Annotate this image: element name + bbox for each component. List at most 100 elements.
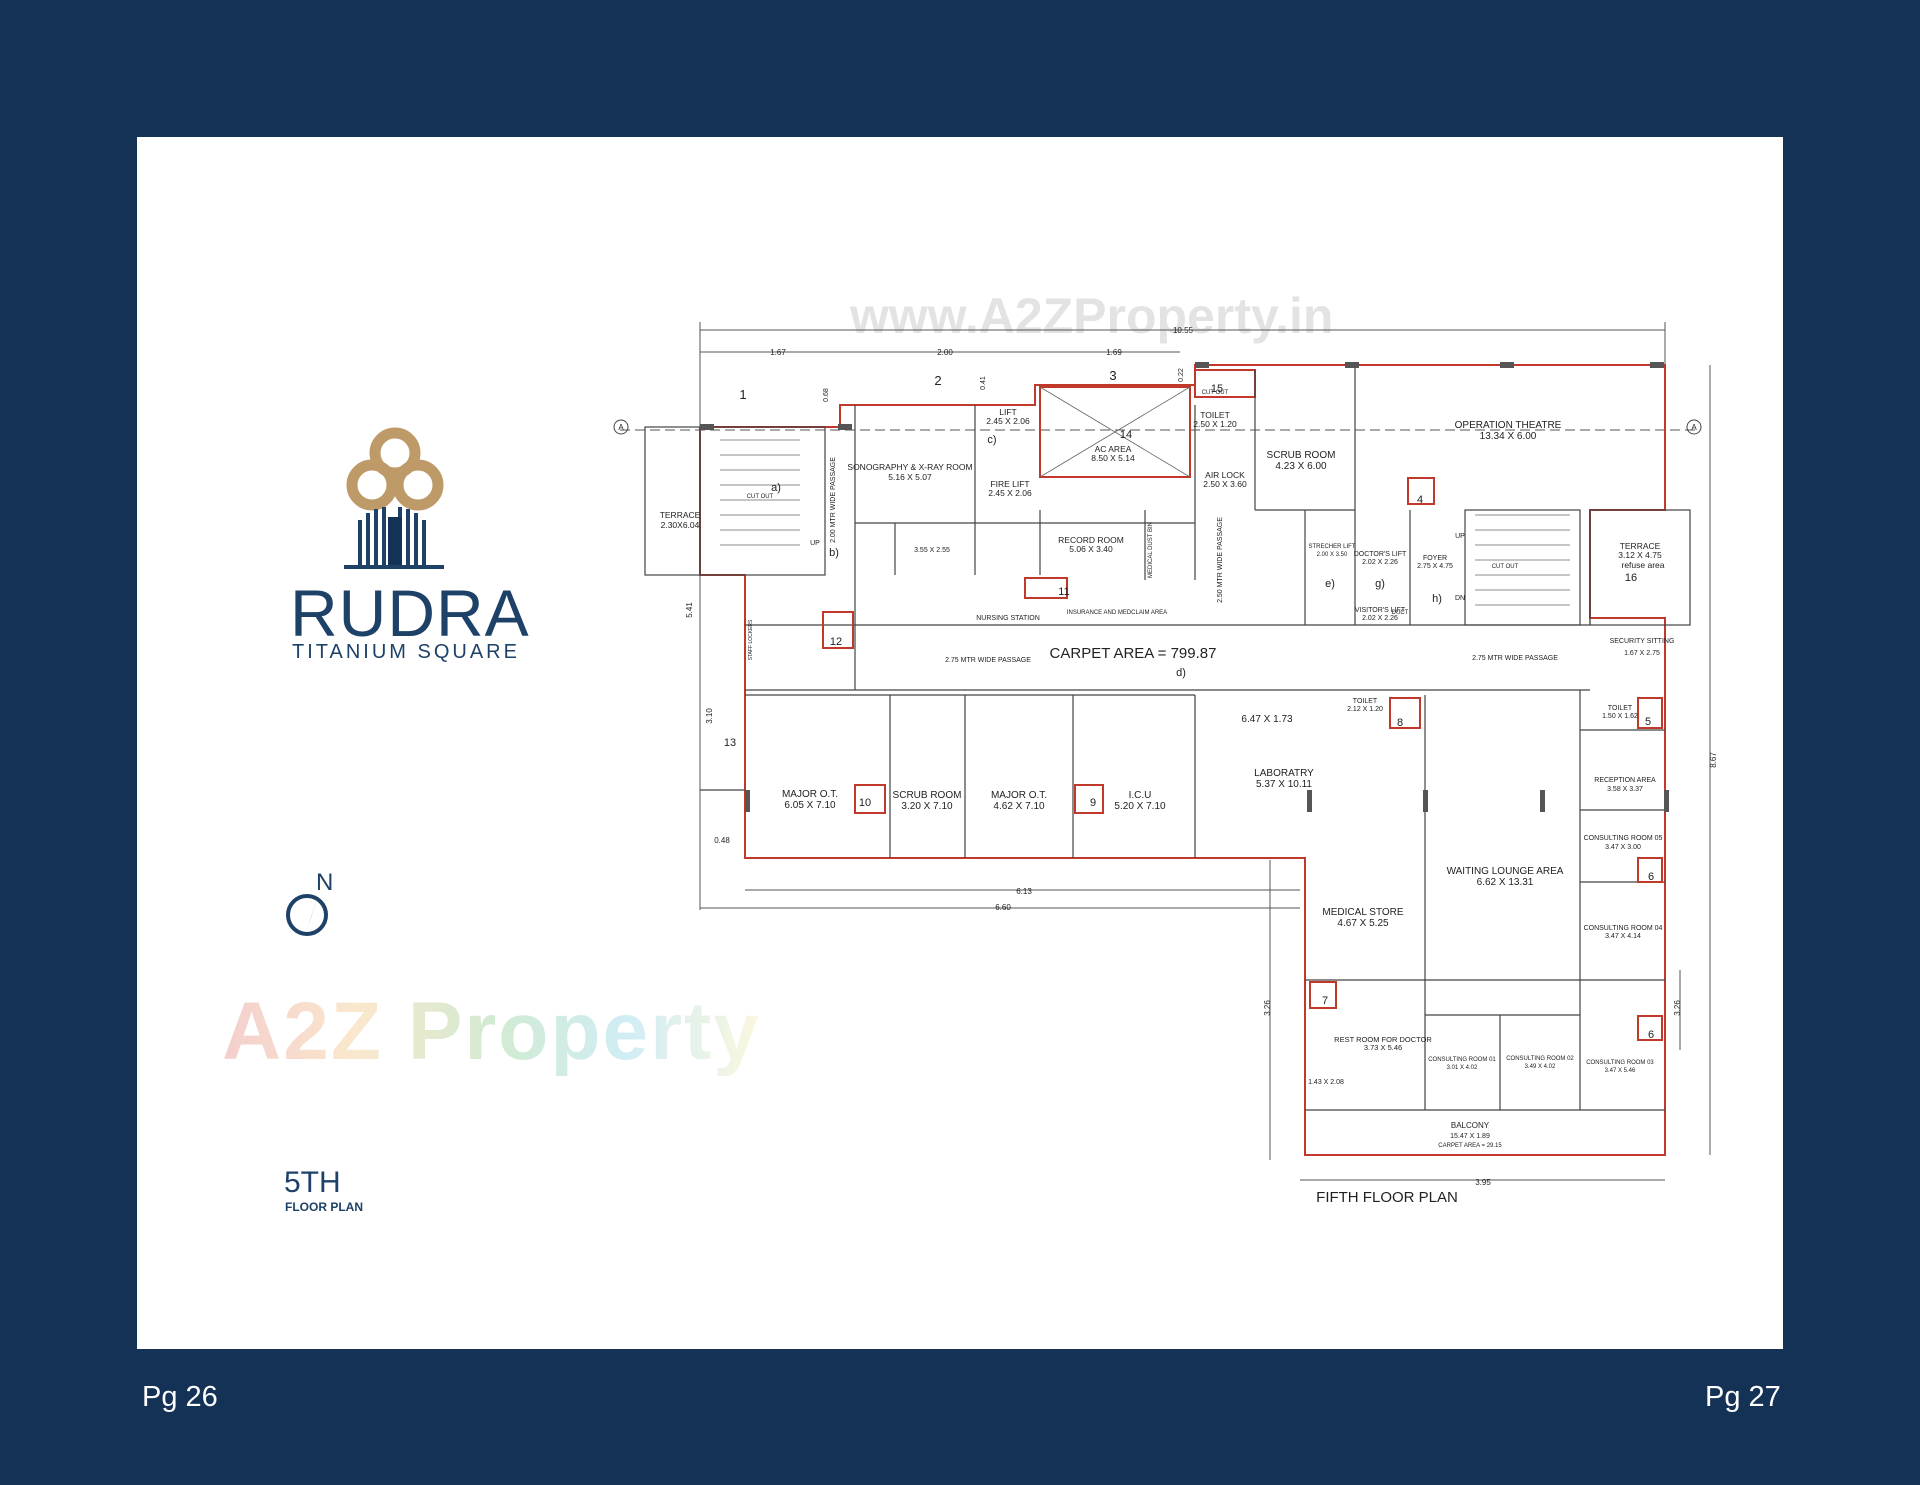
- brand-name: RUDRA: [290, 576, 530, 650]
- plan-label: 2.75 X 4.75: [1417, 563, 1453, 570]
- page-number-left: Pg 26: [142, 1381, 218, 1413]
- plan-label: FIRE LIFT: [990, 479, 1029, 489]
- plan-label: 2.00 MTR WIDE PASSAGE: [830, 457, 837, 543]
- plan-label: c): [987, 434, 996, 446]
- plan-label: refuse area: [1622, 560, 1665, 570]
- plan-label: AC AREA: [1095, 444, 1132, 454]
- plan-label: 6.13: [1016, 887, 1032, 896]
- plan-label: 11: [1058, 586, 1069, 598]
- plan-label: a): [771, 482, 781, 494]
- compass-label: N: [316, 870, 333, 896]
- plan-label: 2.45 X 2.06: [988, 488, 1032, 498]
- plan-title: FIFTH FLOOR PLAN: [1316, 1189, 1458, 1206]
- plan-label: 8: [1397, 717, 1403, 729]
- plan-label: TOILET: [1608, 705, 1633, 712]
- plan-label: 2.02 X 2.26: [1362, 559, 1398, 566]
- plan-label: REST ROOM FOR DOCTOR: [1334, 1035, 1432, 1044]
- plan-label: 2.50 MTR WIDE PASSAGE: [1217, 517, 1224, 603]
- plan-label: 3.55 X 2.55: [914, 547, 950, 554]
- plan-label: 13.34 X 6.00: [1480, 431, 1537, 442]
- plan-label: 3.12 X 4.75: [1618, 550, 1662, 560]
- plan-label: STAFF LOCKERS: [748, 619, 754, 660]
- plan-label: TERRACE: [1620, 541, 1661, 551]
- plan-label: 16: [1625, 572, 1637, 584]
- plan-label: 0.48: [714, 836, 730, 845]
- plan-label: AIR LOCK: [1205, 470, 1245, 480]
- plan-label: RECEPTION AREA: [1594, 777, 1656, 784]
- plan-label: A: [1691, 423, 1697, 432]
- plan-label: 1.69: [1106, 348, 1122, 357]
- plan-label: 10.55: [1173, 326, 1194, 335]
- plan-label: b): [829, 547, 839, 559]
- plan-label: UP: [1455, 533, 1465, 540]
- north-arrow-icon: N: [286, 870, 333, 936]
- plan-label: 2.50 X 3.60: [1203, 479, 1247, 489]
- plan-label: 3.47 X 5.46: [1605, 1068, 1636, 1074]
- page-number-right: Pg 27: [1705, 1381, 1781, 1413]
- plan-label: 3.95: [1475, 1178, 1491, 1187]
- plan-label: 2.12 X 1.20: [1347, 706, 1383, 713]
- plan-label: CUT OUT: [1492, 564, 1519, 570]
- plan-label: CARPET AREA = 29.15: [1438, 1143, 1502, 1149]
- plan-label: 2: [934, 373, 941, 388]
- plan-label: 3.01 X 4.02: [1447, 1065, 1478, 1071]
- plan-label: LABORATRY: [1254, 768, 1314, 779]
- plan-label: 3: [1109, 368, 1116, 383]
- plan-label: 4.62 X 7.10: [993, 801, 1045, 812]
- plan-label: 8.67: [1709, 752, 1718, 768]
- plan-label: 6.05 X 7.10: [784, 800, 836, 811]
- plan-label: CONSULTING ROOM 03: [1586, 1060, 1654, 1066]
- plan-label: 6.47 X 1.73: [1241, 714, 1293, 725]
- plan-label: NURSING STATION: [976, 615, 1040, 622]
- plan-label: MAJOR O.T.: [782, 789, 838, 800]
- plan-label: 15: [1211, 383, 1223, 395]
- plan-label: 6: [1648, 871, 1654, 883]
- plan-label: h): [1432, 593, 1442, 605]
- watermark-url: www.A2ZProperty.in: [850, 288, 1334, 344]
- plan-label: VISITOR'S LIFT: [1355, 607, 1406, 614]
- plan-label: 5: [1645, 716, 1651, 728]
- plan-label: SCRUB ROOM: [1267, 450, 1336, 461]
- plan-label: 3.73 X 5.46: [1364, 1043, 1402, 1052]
- plan-label: BALCONY: [1451, 1121, 1490, 1130]
- plan-label: 3.20 X 7.10: [901, 801, 953, 812]
- plan-label: 5.41: [685, 602, 694, 618]
- plan-label: 7: [1322, 995, 1328, 1007]
- plan-label: 1.67 X 2.75: [1624, 650, 1660, 657]
- plan-label: 15.47 X 1.89: [1450, 1133, 1490, 1140]
- plan-label: SCRUB ROOM: [893, 790, 962, 801]
- plan-label: 5.37 X 10.11: [1256, 779, 1312, 790]
- plan-label: 1.67: [770, 348, 786, 357]
- plan-label: g): [1375, 578, 1385, 590]
- plan-label: 6: [1648, 1029, 1654, 1041]
- plan-label: 5.20 X 7.10: [1114, 801, 1166, 812]
- rudra-logo-icon: [344, 427, 444, 569]
- plan-sheet: [137, 137, 1783, 1349]
- plan-label: MAJOR O.T.: [991, 790, 1047, 801]
- carpet-area-label: CARPET AREA = 799.87: [1050, 645, 1217, 662]
- plan-label: 5.16 X 5.07: [888, 472, 932, 482]
- plan-label: LIFT: [999, 407, 1016, 417]
- plan-label: RECORD ROOM: [1058, 535, 1124, 545]
- plan-label: 2.75 MTR WIDE PASSAGE: [1472, 655, 1558, 662]
- plan-label: 0.41: [980, 376, 987, 390]
- plan-label: CUT OUT: [1202, 390, 1229, 396]
- plan-label: 2.02 X 2.26: [1362, 615, 1398, 622]
- plan-label: TOILET: [1200, 410, 1230, 420]
- plan-label: CONSULTING ROOM 02: [1506, 1056, 1574, 1062]
- plan-label: 3.47 X 3.00: [1605, 844, 1641, 851]
- plan-label: 10: [859, 797, 871, 809]
- plan-label: 0.68: [823, 388, 830, 402]
- plan-label: 3.47 X 4.14: [1605, 933, 1641, 940]
- floor-number: 5TH: [284, 1166, 341, 1199]
- plan-label: SECURITY SITTING: [1610, 638, 1675, 645]
- plan-label: WAITING LOUNGE AREA: [1447, 866, 1564, 877]
- plan-label: CONSULTING ROOM 05: [1584, 835, 1663, 842]
- plan-label: DUCT: [1392, 610, 1409, 616]
- plan-label: 1.43 X 2.08: [1308, 1079, 1344, 1086]
- plan-label: d): [1176, 667, 1186, 679]
- watermark-logo: A2Z Property: [222, 986, 761, 1077]
- plan-label: TERRACE: [660, 510, 701, 520]
- plan-label: CONSULTING ROOM 01: [1428, 1057, 1496, 1063]
